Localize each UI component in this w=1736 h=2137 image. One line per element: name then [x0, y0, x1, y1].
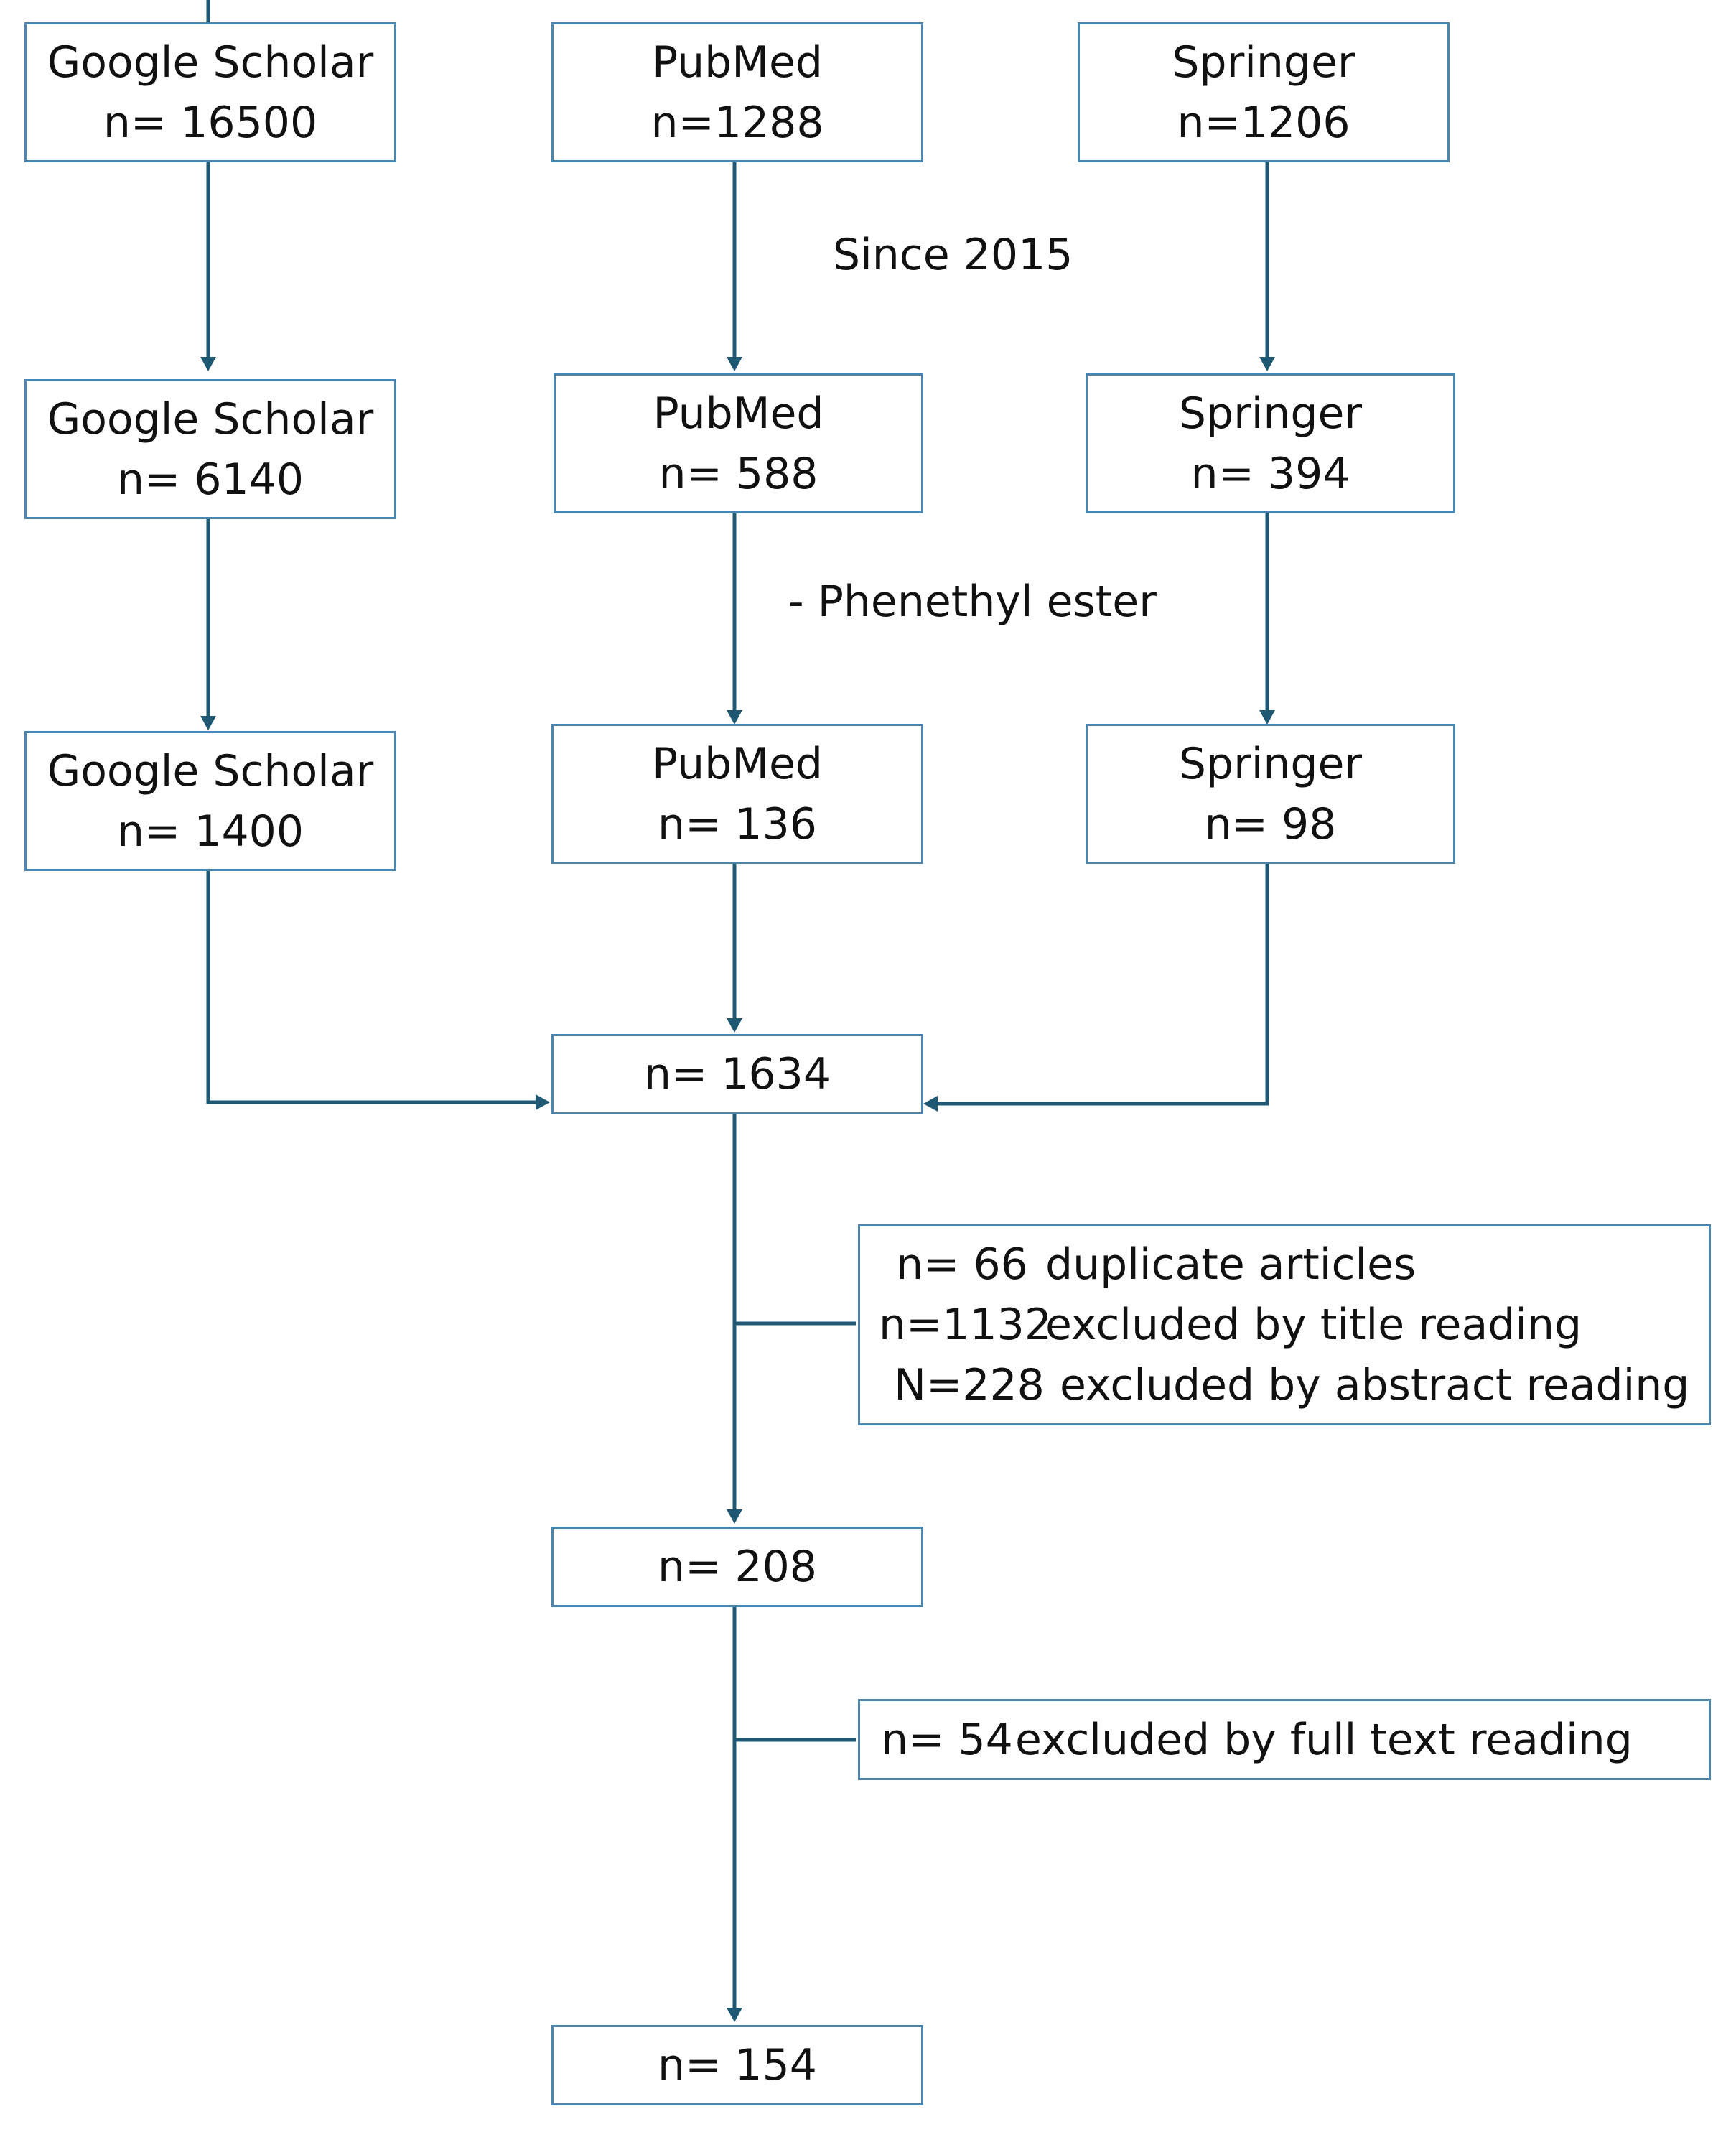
- arrowhead-google-row2: [200, 357, 216, 371]
- box-final-included: n= 154: [551, 2025, 923, 2105]
- exclusion-row-abstract: N=228 excluded by abstract reading: [879, 1355, 1689, 1415]
- exclusion-reason: duplicate articles: [1045, 1239, 1417, 1290]
- box-count: n= 98: [1204, 799, 1337, 849]
- box-count: n= 6140: [116, 454, 304, 505]
- box-exclusions-full-text: n= 54 excluded by full text reading: [858, 1699, 1711, 1780]
- exclusion-reason: excluded by abstract reading: [1060, 1360, 1690, 1410]
- box-count: n= 136: [658, 799, 817, 849]
- arrowhead-pubmed-combined: [727, 1018, 742, 1033]
- box-label: Google Scholar: [47, 37, 374, 88]
- box-label: Springer: [1178, 738, 1363, 789]
- arrowhead-154: [727, 2008, 742, 2022]
- exclusion-count: n=1132: [879, 1300, 1052, 1350]
- exclusion-count: n= 54: [881, 1714, 1013, 1765]
- exclusion-reason: excluded by title reading: [1045, 1300, 1582, 1350]
- box-pubmed-phenethyl: PubMed n= 136: [551, 724, 923, 864]
- arrowhead-208: [727, 1509, 742, 1524]
- box-count: n=1206: [1177, 97, 1350, 148]
- box-count: n= 1400: [116, 806, 304, 857]
- box-pubmed-initial: PubMed n=1288: [551, 22, 923, 162]
- box-label: PubMed: [653, 388, 824, 439]
- box-label: Springer: [1172, 37, 1355, 88]
- arrowhead-springer-row2: [1259, 357, 1275, 371]
- box-after-screening: n= 208: [551, 1527, 923, 1607]
- box-google-scholar-initial: Google Scholar n= 16500: [24, 22, 396, 162]
- box-label: Google Scholar: [47, 745, 374, 796]
- box-springer-since-2015: Springer n= 394: [1086, 373, 1455, 513]
- filter-label-phenethyl-ester: - Phenethyl ester: [788, 577, 1157, 627]
- box-springer-initial: Springer n=1206: [1078, 22, 1450, 162]
- box-springer-phenethyl: Springer n= 98: [1086, 724, 1455, 864]
- arrowhead-pubmed-row3: [727, 710, 742, 725]
- box-pubmed-since-2015: PubMed n= 588: [554, 373, 923, 513]
- exclusion-count: N=228: [894, 1360, 1045, 1410]
- box-count: n= 588: [658, 448, 818, 499]
- box-count: n= 1634: [643, 1049, 831, 1099]
- box-label: PubMed: [651, 738, 823, 789]
- arrowhead-google-combined: [536, 1094, 550, 1110]
- box-label: Springer: [1178, 388, 1363, 439]
- box-combined: n= 1634: [551, 1034, 923, 1114]
- exclusion-count: n= 66: [896, 1239, 1028, 1290]
- box-count: n=1288: [650, 97, 824, 148]
- arrowhead-google-row3: [200, 716, 216, 730]
- arrowhead-pubmed-row2: [727, 357, 742, 371]
- box-google-scholar-since-2015: Google Scholar n= 6140: [24, 379, 396, 519]
- box-label: PubMed: [651, 37, 823, 88]
- exclusion-row-duplicates: n= 66 duplicate articles: [879, 1234, 1416, 1295]
- arrow-google-to-combined: [206, 871, 540, 1104]
- exclusion-row-full-text: n= 54 excluded by full text reading: [879, 1710, 1633, 1770]
- box-count: n= 394: [1190, 448, 1350, 499]
- box-count: n= 16500: [103, 97, 318, 148]
- filter-label-since-2015: Since 2015: [833, 230, 1073, 280]
- arrowhead-springer-combined: [923, 1096, 938, 1112]
- box-count: n= 154: [658, 2040, 817, 2090]
- box-google-scholar-phenethyl: Google Scholar n= 1400: [24, 731, 396, 871]
- exclusion-row-title: n=1132 excluded by title reading: [879, 1295, 1582, 1355]
- box-count: n= 208: [658, 1542, 817, 1592]
- exclusion-reason: excluded by full text reading: [1015, 1714, 1633, 1765]
- box-exclusions-screening: n= 66 duplicate articles n=1132 excluded…: [858, 1224, 1711, 1425]
- arrow-springer-to-combined: [933, 864, 1269, 1106]
- arrowhead-springer-row3: [1259, 710, 1275, 725]
- box-label: Google Scholar: [47, 394, 374, 444]
